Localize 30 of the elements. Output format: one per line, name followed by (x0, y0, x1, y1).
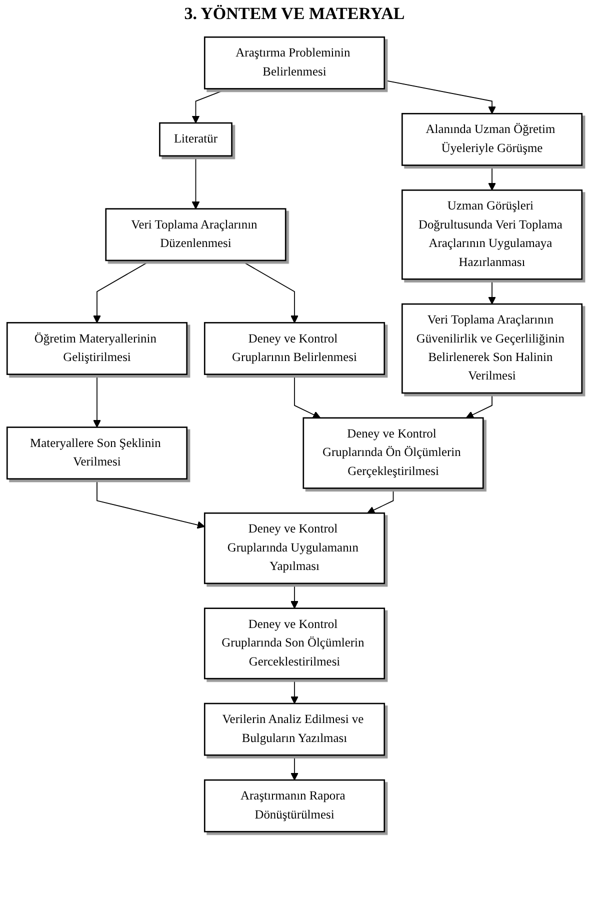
node-box: Veri Toplama Araçlarının Düzenlenmesi (105, 208, 286, 262)
node-box: Deney ve Kontrol Gruplarında Uygulamanın Yapılması (204, 512, 386, 584)
node-box: Araştırmanın Rapora Dönüştürülmesi (204, 779, 386, 832)
node-box: Öğretim Materyallerinin Geliştirilmesi (6, 322, 188, 375)
node-box: Uzman Görüşleri Doğrultusunda Veri Toplama Araçlarının Uygulamaya Hazırlanması (401, 189, 583, 280)
node-box: Veri Toplama Araçlarının Güvenilirlik ve Geçerliliğinin Belirlenerek Son Halinin Verilmesi (401, 303, 583, 394)
arrow (488, 278, 496, 304)
node-box: Deney ve Kontrol Gruplarında Ön Ölçümlerin Gerçekleştirilmesi (302, 417, 484, 489)
arrow (192, 155, 200, 210)
node-box: Literatür (159, 122, 232, 157)
arrow (384, 80, 496, 114)
arrow (290, 678, 298, 704)
node-box: Deney ve Kontrol Gruplarında Son Ölçümlerin Gerceklestirilmesi (204, 608, 386, 680)
node-box: Alanında Uzman Öğretim Üyeleriyle Görüşme (401, 112, 583, 166)
node-box: Verilerin Analiz Edilmesi ve Bulguların Yazılması (204, 702, 386, 756)
node-box: Materyallere Son Şeklinin Verilmesi (6, 426, 188, 480)
arrow (93, 374, 101, 428)
arrow (367, 488, 394, 514)
node-box: Araştırma Probleminin Belirlenmesi (204, 36, 386, 90)
arrow (96, 478, 205, 529)
arrow (192, 88, 228, 124)
arrow (466, 392, 492, 418)
node-box: Deney ve Kontrol Gruplarının Belirlenmesi (204, 322, 386, 375)
arrow (294, 374, 321, 418)
arrow (488, 164, 496, 190)
arrow (290, 754, 298, 780)
diagram-title: 3. YÖNTEM VE MATERYAL (184, 4, 405, 24)
arrow (290, 582, 298, 609)
arrow (240, 260, 298, 324)
arrow (93, 260, 152, 324)
